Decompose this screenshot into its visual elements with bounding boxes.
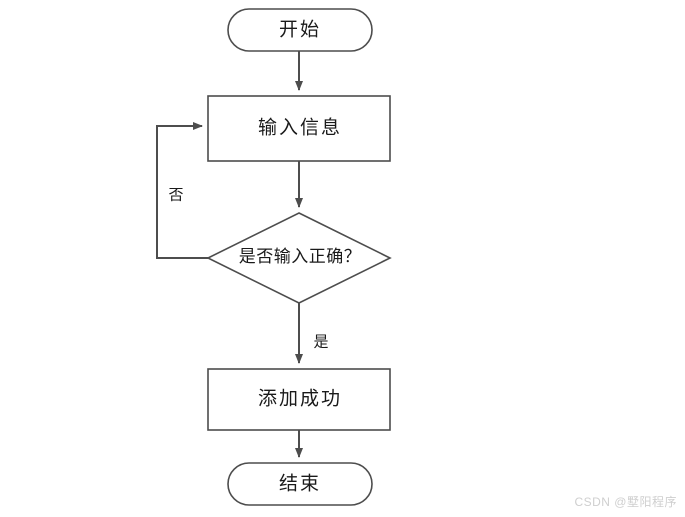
node-start[interactable]: 开始	[227, 8, 373, 52]
node-success[interactable]: 添加成功	[207, 368, 391, 431]
node-end[interactable]: 结束	[227, 462, 373, 506]
start-stadium-shape	[227, 8, 373, 52]
csdn-watermark: CSDN @墅阳程序	[574, 495, 677, 509]
edge-label-yes: 是	[313, 334, 328, 350]
node-input-label: 输入信息	[258, 116, 342, 138]
node-success-label: 添加成功	[258, 387, 342, 409]
end-stadium-shape	[227, 462, 373, 506]
node-end-label: 结束	[279, 472, 321, 494]
input-rectangle-shape	[207, 95, 391, 162]
edge-decision-no-to-input	[156, 122, 208, 259]
success-rectangle-shape	[207, 368, 391, 431]
node-start-label: 开始	[279, 18, 321, 40]
decision-diamond-shape	[206, 212, 392, 304]
edge-label-no: 否	[168, 187, 183, 203]
node-decision-label: 是否输入正确？	[239, 247, 362, 266]
node-decision[interactable]: 是否输入正确？	[206, 212, 392, 304]
node-input[interactable]: 输入信息	[207, 95, 391, 162]
